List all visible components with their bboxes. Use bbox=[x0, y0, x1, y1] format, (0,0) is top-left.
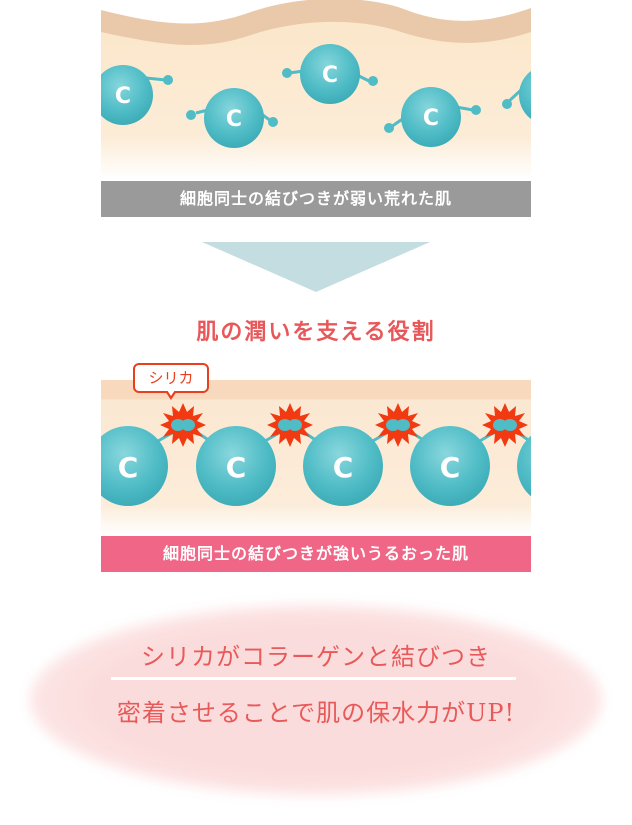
bonded-molecule-chain: C C C C bbox=[101, 403, 531, 506]
weak-skin-caption: 細胞同士の結びつきが弱い荒れた肌 bbox=[101, 181, 531, 217]
weak-skin-illustration: C C C C bbox=[101, 0, 531, 180]
molecule-group: C C C C bbox=[101, 44, 531, 148]
svg-text:C: C bbox=[423, 106, 439, 131]
weak-bond-molecules-svg: C C C C bbox=[101, 0, 531, 180]
silica-label-badge: シリカ bbox=[133, 363, 209, 400]
svg-text:C: C bbox=[115, 84, 131, 109]
strong-skin-illustration: C C C C bbox=[101, 380, 531, 535]
section-heading: 肌の潤いを支える役割 bbox=[196, 320, 436, 345]
svg-text:C: C bbox=[226, 107, 242, 132]
svg-text:C: C bbox=[440, 451, 461, 484]
svg-text:C: C bbox=[333, 451, 354, 484]
summary-divider bbox=[111, 677, 516, 680]
strong-bond-molecules-svg: C C C C bbox=[101, 380, 531, 535]
summary-background-blob bbox=[30, 605, 602, 795]
down-arrow-icon bbox=[202, 242, 430, 292]
svg-text:C: C bbox=[226, 451, 247, 484]
summary-line-2: 密着させることで肌の保水力がUP! bbox=[116, 699, 516, 727]
svg-text:C: C bbox=[118, 451, 139, 484]
svg-text:C: C bbox=[322, 63, 338, 88]
strong-skin-caption: 細胞同士の結びつきが強いうるおった肌 bbox=[101, 536, 531, 572]
summary-line-1: シリカがコラーゲンと結びつき bbox=[141, 643, 491, 671]
